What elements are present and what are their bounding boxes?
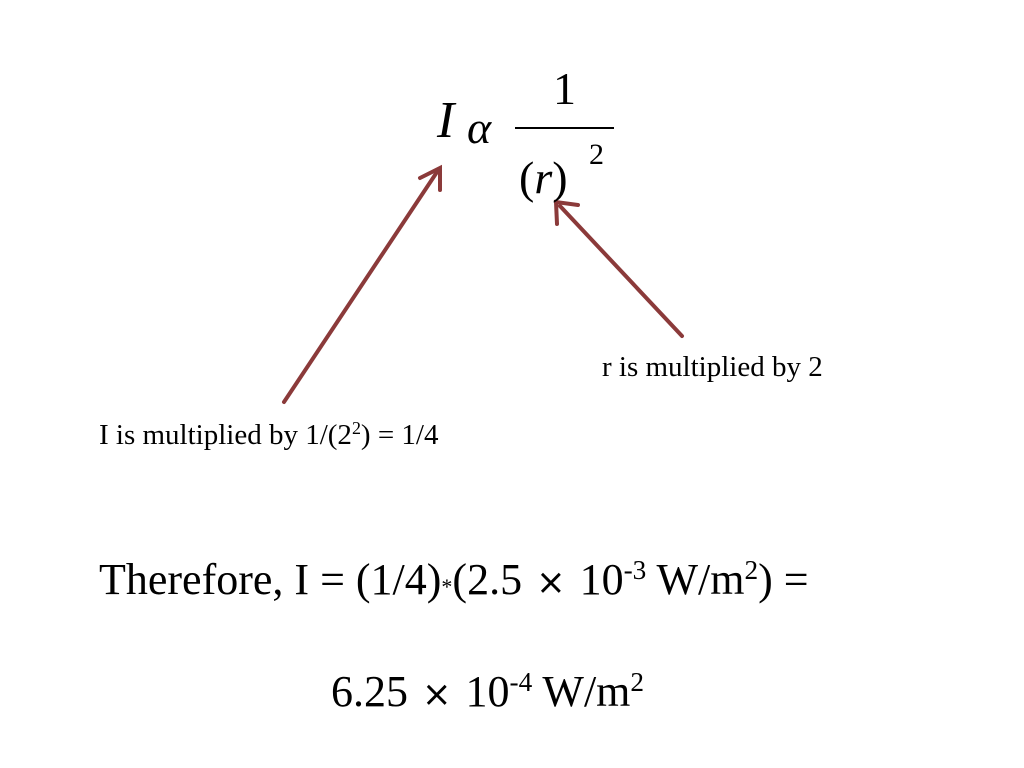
conclusion-line-1-d: W/m — [646, 555, 745, 604]
multiply-asterisk: * — [441, 574, 453, 599]
annotation-r-label: r is multiplied by 2 — [602, 351, 823, 383]
conclusion-line-1-e: ) = — [758, 555, 809, 604]
formula-intensity-symbol: I — [437, 92, 455, 149]
denominator-close-paren: ) — [552, 152, 568, 203]
arrow-to-r — [558, 204, 684, 338]
annotation-I-exponent: 2 — [351, 418, 361, 439]
conclusion-line-1-b: (2.5 — [452, 555, 523, 604]
conclusion-line-2-a: 6.25 — [331, 667, 408, 716]
arrow-to-r-head — [553, 199, 580, 226]
formula-proportional-symbol: α — [467, 102, 492, 153]
arrow-to-I-head — [418, 164, 442, 192]
formula-numerator: 1 — [553, 63, 576, 114]
annotation-I-label: I is multiplied by 1/(22) = 1/4 — [99, 418, 439, 451]
annotation-I-suffix: ) = 1/4 — [360, 419, 439, 451]
conclusion-line-2-exponent: -4 — [509, 667, 533, 697]
conclusion-line-2-exponent-2: 2 — [630, 667, 645, 697]
conclusion-line-1-c: 10 — [579, 555, 624, 604]
arrow-to-I — [282, 170, 439, 404]
conclusion-line-2-c: W/m — [532, 667, 631, 716]
conclusion-line-1-exponent: -3 — [623, 555, 647, 585]
formula-fraction-bar — [515, 127, 614, 129]
denominator-variable: r — [534, 152, 553, 203]
denominator-open-paren: ( — [519, 152, 535, 203]
conclusion-line-1-a: Therefore, I = (1/4) — [99, 555, 442, 604]
times-sign: × — [536, 562, 566, 603]
conclusion-line-2-b: 10 — [465, 667, 510, 716]
formula-exponent: 2 — [589, 138, 604, 171]
formula-denominator: (r) — [519, 155, 568, 201]
conclusion-line-1-exponent-2: 2 — [744, 555, 759, 585]
conclusion-line-1: Therefore, I = (1/4)*(2.5 × 10-3 W/m2) = — [99, 555, 809, 604]
times-sign-2: × — [422, 674, 452, 715]
annotation-I-prefix: I is multiplied by 1/(2 — [99, 419, 352, 451]
conclusion-line-2: 6.25 × 10-4 W/m2 — [331, 667, 645, 716]
